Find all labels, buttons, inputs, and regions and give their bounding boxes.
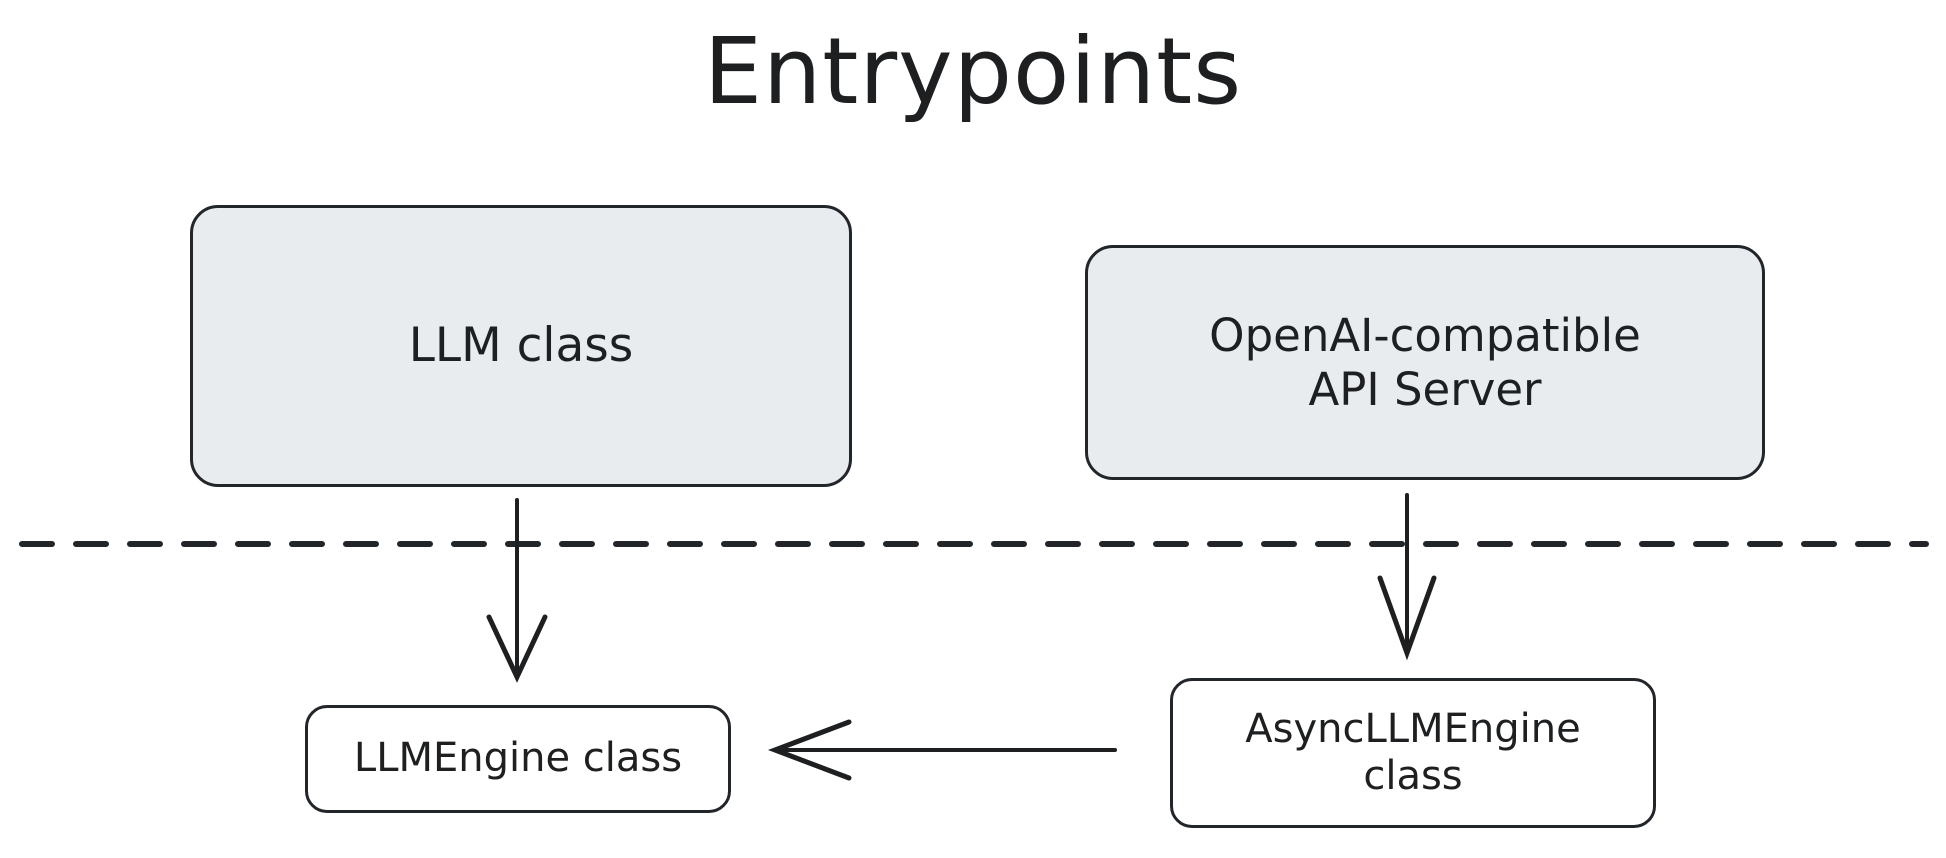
edge-llm-to-llmengine-arrowhead bbox=[486, 614, 548, 683]
node-llm-class-label: LLM class bbox=[408, 318, 634, 374]
node-async-llmengine-class[interactable]: AsyncLLMEngine class bbox=[1170, 678, 1656, 828]
diagram-title: Entrypoints bbox=[703, 18, 1243, 125]
edge-server-to-async-llmengine bbox=[1377, 493, 1437, 661]
node-openai-compatible-api-server-label: OpenAI-compatible API Server bbox=[1209, 309, 1641, 416]
node-llmengine-class[interactable]: LLMEngine class bbox=[305, 705, 731, 813]
edge-async-llmengine-to-llmengine bbox=[767, 719, 1117, 781]
edge-async-llmengine-to-llmengine-arrowhead bbox=[767, 719, 852, 781]
node-llmengine-class-label: LLMEngine class bbox=[353, 735, 683, 782]
edge-server-to-async-llmengine-arrowhead bbox=[1377, 575, 1437, 661]
node-async-llmengine-class-label: AsyncLLMEngine class bbox=[1245, 705, 1581, 799]
node-openai-compatible-api-server[interactable]: OpenAI-compatible API Server bbox=[1085, 245, 1765, 480]
edge-llm-to-llmengine bbox=[486, 498, 548, 683]
node-llm-class[interactable]: LLM class bbox=[190, 205, 852, 487]
